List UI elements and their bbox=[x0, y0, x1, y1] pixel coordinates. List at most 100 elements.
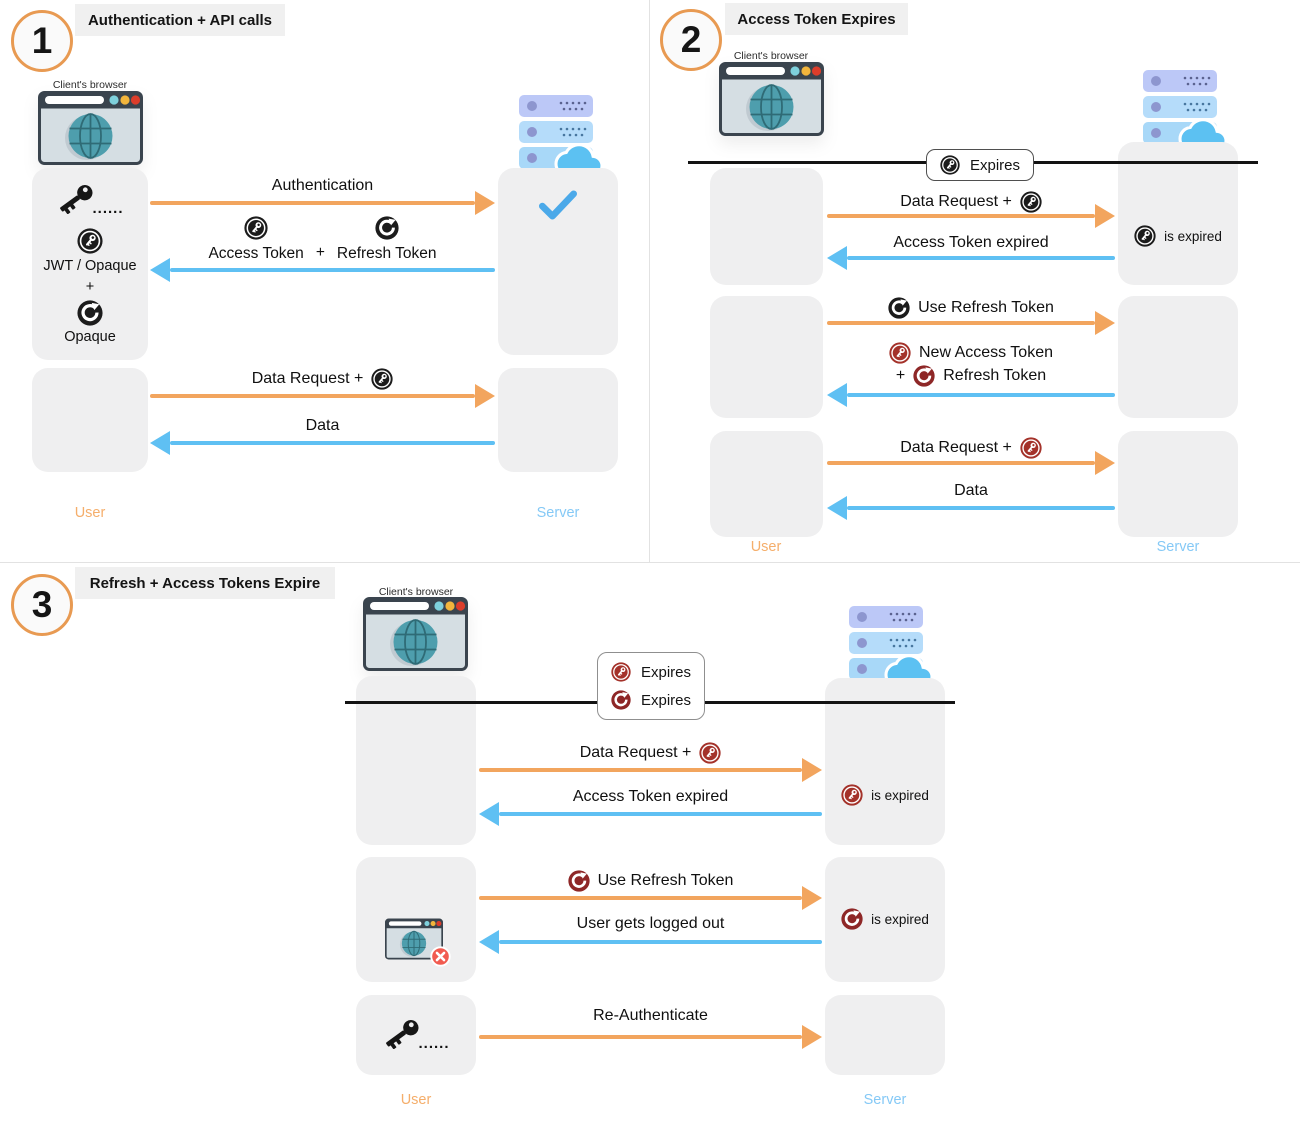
opaque-label: Opaque bbox=[64, 329, 116, 345]
panel-1-title: Authentication + API calls bbox=[75, 4, 285, 36]
access-token-icon-red bbox=[889, 342, 911, 364]
user-lane-box-2c bbox=[710, 431, 823, 537]
checkmark-icon bbox=[539, 190, 577, 220]
server-lane-box-2a bbox=[1118, 142, 1238, 285]
client-browser-label-3: Client's browser bbox=[378, 586, 454, 598]
message-access-expired-3: Access Token expired bbox=[572, 788, 729, 805]
arrow-logged-out bbox=[499, 940, 822, 944]
plus-label: + bbox=[85, 279, 95, 295]
server-icon-3 bbox=[849, 606, 934, 688]
arrow-tokens-returned bbox=[170, 268, 495, 272]
step-1-number: 1 bbox=[31, 20, 53, 61]
user-lane-box-1a: ...... JWT / Opaque + Opaque bbox=[32, 168, 148, 360]
user-lane-box-3c: ...... bbox=[356, 995, 476, 1075]
message-tokens-returned: Access Token + Refresh Token bbox=[150, 216, 495, 263]
refresh-token-icon-red bbox=[567, 870, 590, 892]
arrow-access-expired-2 bbox=[847, 256, 1115, 260]
server-lane-box-3a bbox=[825, 678, 945, 845]
message-access-expired-2: Access Token expired bbox=[893, 234, 1049, 251]
user-label-1: User bbox=[74, 505, 106, 521]
user-lane-box-1b bbox=[32, 368, 148, 472]
access-token-icon-red bbox=[699, 742, 721, 764]
arrow-data-2 bbox=[847, 506, 1115, 510]
credentials-row: ...... bbox=[32, 182, 148, 217]
server-icon-2 bbox=[1143, 70, 1228, 152]
message-new-refresh-token: + Refresh Token bbox=[827, 365, 1115, 387]
arrow-use-refresh-2 bbox=[827, 321, 1095, 325]
refresh-token-icon-red bbox=[611, 690, 631, 710]
refresh-token-icon bbox=[77, 300, 103, 326]
server-lane-box-1b bbox=[498, 368, 618, 472]
client-browser-label-2: Client's browser bbox=[733, 50, 809, 62]
refresh-token-icon-red bbox=[913, 365, 935, 387]
message-authentication: Authentication bbox=[271, 177, 374, 194]
server-rack-icon bbox=[1143, 70, 1217, 144]
annotation-access-expired-2: is expired bbox=[1118, 225, 1238, 247]
user-label-3: User bbox=[400, 1092, 432, 1108]
server-label-3: Server bbox=[863, 1092, 907, 1108]
panel-2-title: Access Token Expires bbox=[725, 3, 908, 35]
browser-icon-2 bbox=[719, 62, 824, 136]
expires-pill: Expires bbox=[926, 149, 1035, 181]
client-browser-label-1: Client's browser bbox=[52, 79, 128, 91]
message-data-request-1: Data Request + bbox=[150, 368, 495, 390]
arrow-new-tokens bbox=[847, 393, 1115, 397]
browser-icon-1 bbox=[38, 91, 143, 165]
arrow-data-request-2b bbox=[827, 461, 1095, 465]
logged-out-browser-icon bbox=[385, 917, 451, 967]
arrow-authentication bbox=[150, 201, 475, 205]
key-icon bbox=[56, 182, 98, 214]
arrow-reauthenticate bbox=[479, 1035, 802, 1039]
user-lane-box-3a bbox=[356, 676, 476, 845]
arrow-access-expired-3 bbox=[499, 812, 822, 816]
server-label-2: Server bbox=[1156, 539, 1200, 555]
message-data-request-3: Data Request + bbox=[479, 742, 822, 764]
password-dots: ...... bbox=[418, 1035, 450, 1052]
server-lane-box-2c bbox=[1118, 431, 1238, 537]
access-token-icon bbox=[244, 216, 268, 240]
arrow-use-refresh-3 bbox=[479, 896, 802, 900]
browser-icon-3 bbox=[363, 597, 468, 671]
user-lane-box-3b bbox=[356, 857, 476, 982]
message-data-2: Data bbox=[954, 482, 988, 499]
jwt-opaque-label: JWT / Opaque bbox=[43, 258, 137, 274]
server-lane-box-3c bbox=[825, 995, 945, 1075]
refresh-token-icon bbox=[375, 216, 399, 240]
user-label-2: User bbox=[750, 539, 782, 555]
arrow-data-1 bbox=[170, 441, 495, 445]
user-lane-box-2b bbox=[710, 296, 823, 418]
step-1-badge: 1 bbox=[11, 10, 73, 72]
access-token-icon bbox=[77, 228, 103, 254]
refresh-token-expires-row: Expires bbox=[611, 690, 691, 710]
credentials-row: ...... bbox=[356, 1017, 476, 1052]
panel-3-title: Refresh + Access Tokens Expire bbox=[75, 567, 335, 599]
server-label-1: Server bbox=[536, 505, 580, 521]
access-token-icon-red bbox=[841, 784, 863, 806]
message-logged-out: User gets logged out bbox=[576, 915, 725, 932]
arrow-data-request-3 bbox=[479, 768, 802, 772]
arrow-data-request-1 bbox=[150, 394, 475, 398]
refresh-token-icon-red bbox=[841, 908, 863, 930]
message-data-request-2: Data Request + bbox=[827, 191, 1115, 213]
access-token-icon bbox=[1134, 225, 1156, 247]
user-lane-box-2a bbox=[710, 168, 823, 285]
annotation-refresh-expired-3: is expired bbox=[825, 908, 945, 930]
server-lane-box-1a bbox=[498, 168, 618, 355]
refresh-token-icon bbox=[888, 297, 910, 319]
access-token-icon-red bbox=[611, 662, 631, 682]
password-dots: ...... bbox=[92, 200, 124, 217]
message-use-refresh-3: Use Refresh Token bbox=[479, 870, 822, 892]
step-3-badge: 3 bbox=[11, 574, 73, 636]
key-icon bbox=[382, 1017, 424, 1049]
arrow-data-request-2 bbox=[827, 214, 1095, 218]
access-token-expires-row: Expires bbox=[611, 662, 691, 682]
panel-divider-horizontal bbox=[0, 562, 1300, 563]
message-new-access-token: New Access Token bbox=[827, 342, 1115, 364]
error-x-icon bbox=[430, 946, 451, 967]
message-use-refresh-2: Use Refresh Token bbox=[827, 297, 1115, 319]
access-token-icon-red bbox=[1020, 437, 1042, 459]
message-data-request-2b: Data Request + bbox=[827, 437, 1115, 459]
access-token-icon bbox=[1020, 191, 1042, 213]
server-lane-box-2b bbox=[1118, 296, 1238, 418]
